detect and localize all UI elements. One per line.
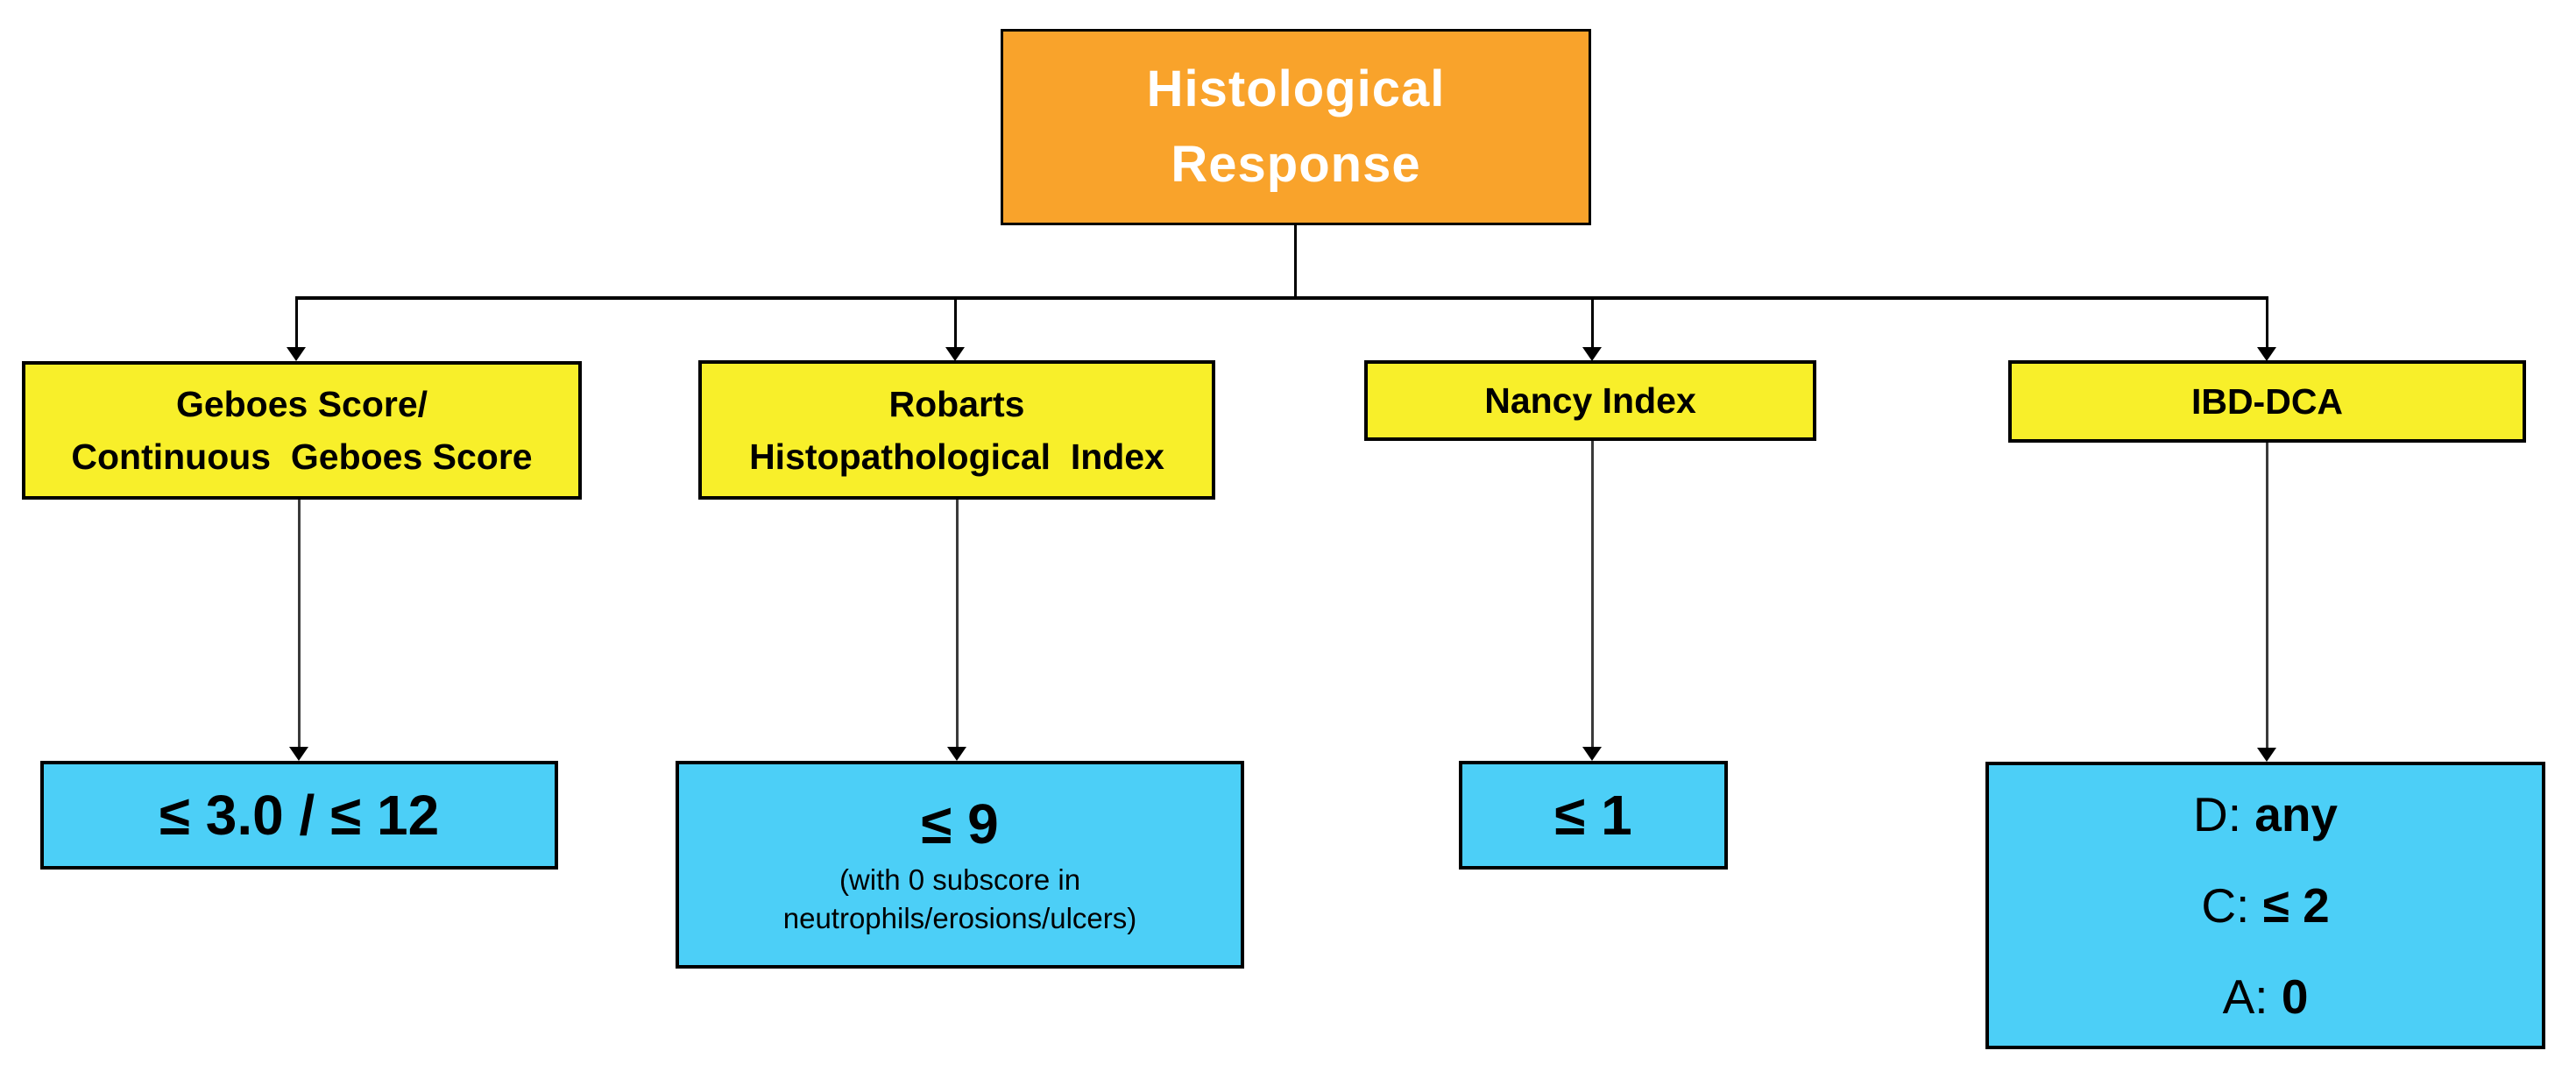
arrowhead-ibddca-criterion <box>2257 748 2276 762</box>
connector-root-stem <box>1294 225 1297 298</box>
criterion-node-robarts: ≤ 9 (with 0 subscore in neutrophils/eros… <box>676 761 1244 969</box>
dca-c-prefix: C: <box>2201 878 2250 933</box>
drop-line-ibddca <box>2265 443 2268 748</box>
index-label-nancy: Nancy Index <box>1484 380 1696 421</box>
dca-a-value: 0 <box>2281 969 2309 1024</box>
branch-line-geboes <box>294 298 298 347</box>
criterion-node-geboes: ≤ 3.0 / ≤ 12 <box>40 761 558 870</box>
arrowhead-nancy-index <box>1582 347 1602 361</box>
criterion-value-geboes: ≤ 3.0 / ≤ 12 <box>159 784 440 847</box>
dca-d-value: any <box>2254 787 2339 841</box>
index-label-ibddca: IBD-DCA <box>2190 381 2344 422</box>
arrowhead-ibddca-index <box>2257 347 2276 361</box>
index-label-robarts-line2: Histopathological Index <box>749 436 1164 477</box>
arrowhead-geboes-index <box>287 347 306 361</box>
arrowhead-geboes-criterion <box>289 747 308 761</box>
arrowhead-robarts-index <box>945 347 965 361</box>
branch-line-ibddca <box>2265 298 2268 347</box>
root-label-line1: Histological <box>1146 60 1446 117</box>
dca-a-prefix: A: <box>2222 969 2268 1024</box>
criterion-value-nancy: ≤ 1 <box>1554 784 1632 847</box>
branch-line-nancy <box>1590 298 1594 347</box>
root-label-line2: Response <box>1171 136 1421 193</box>
criterion-line-dca-a: A: 0 <box>2223 951 2309 1042</box>
index-node-ibddca: IBD-DCA <box>2008 360 2526 443</box>
branch-line-robarts <box>953 298 957 347</box>
arrowhead-nancy-criterion <box>1582 747 1602 761</box>
root-node-histological-response: Histological Response <box>1001 29 1591 225</box>
index-label-geboes-line1: Geboes Score/ <box>175 384 428 424</box>
criterion-line-dca-c: C: ≤ 2 <box>2201 860 2329 951</box>
criterion-node-nancy: ≤ 1 <box>1459 761 1728 870</box>
drop-line-geboes <box>297 500 301 747</box>
criterion-note-robarts-line1: (with 0 subscore in <box>839 863 1081 896</box>
dca-d-prefix: D: <box>2192 787 2241 841</box>
criterion-line-dca-d: D: any <box>2193 769 2338 860</box>
index-node-geboes: Geboes Score/ Continuous Geboes Score <box>22 361 582 500</box>
criterion-node-ibddca: D: any C: ≤ 2 A: 0 <box>1985 762 2545 1049</box>
index-node-nancy: Nancy Index <box>1364 360 1816 441</box>
drop-line-nancy <box>1590 441 1594 747</box>
index-node-robarts: Robarts Histopathological Index <box>698 360 1215 500</box>
criterion-value-robarts: ≤ 9 <box>921 792 999 855</box>
index-label-robarts-line1: Robarts <box>888 383 1025 424</box>
index-label-geboes-line2: Continuous Geboes Score <box>71 437 533 477</box>
dca-c-value: ≤ 2 <box>2262 878 2330 933</box>
connector-horizontal-rail <box>295 296 2268 300</box>
arrowhead-robarts-criterion <box>947 747 966 761</box>
drop-line-robarts <box>955 500 959 747</box>
criterion-note-robarts-line2: neutrophils/erosions/ulcers) <box>782 901 1137 934</box>
